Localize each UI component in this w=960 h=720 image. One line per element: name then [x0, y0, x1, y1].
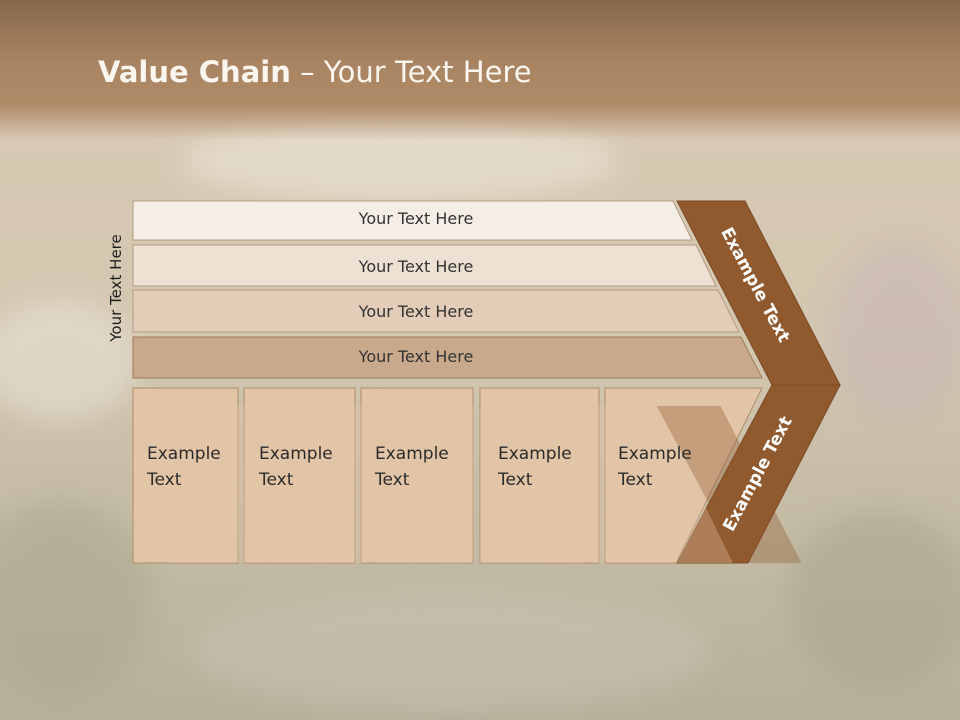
- cell-label-3: Example Text: [375, 444, 449, 490]
- cell-box-5: [604, 387, 763, 564]
- header-band: [0, 0, 960, 140]
- cell-1: Example Text: [133, 388, 238, 563]
- row-label-2: Your Text Here: [358, 257, 474, 276]
- title-bold: Value Chain: [98, 55, 291, 89]
- cell-label-4: Example Text: [498, 444, 572, 490]
- cell-3: Example Text: [361, 388, 473, 563]
- row-label-4: Your Text Here: [358, 347, 474, 366]
- cell-label-1: Example Text: [147, 444, 221, 490]
- row-bar-3: [132, 289, 740, 333]
- cell-4: Example Text: [484, 388, 599, 563]
- title-rest: – Your Text Here: [290, 55, 532, 89]
- chevron-lower: [676, 384, 841, 564]
- row-label-3: Your Text Here: [358, 302, 474, 321]
- cell-label-2: Example Text: [259, 444, 333, 490]
- row-bar-2: [132, 244, 717, 287]
- cell-5: Example Text: [604, 388, 724, 563]
- row-label-1: Your Text Here: [358, 209, 474, 228]
- cell-label-5: Example Text: [618, 444, 692, 490]
- cell-box-1: [132, 387, 239, 564]
- cell-box-3: [360, 387, 474, 564]
- cell-box-4: [479, 387, 600, 564]
- row-bar-1: [132, 200, 693, 241]
- cell-box-2: [243, 387, 356, 564]
- cell-2: Example Text: [245, 388, 356, 563]
- slide-title: Value Chain – Your Text Here: [98, 55, 532, 89]
- diagram-shapes: [132, 200, 841, 564]
- row-bar-4: [132, 336, 763, 379]
